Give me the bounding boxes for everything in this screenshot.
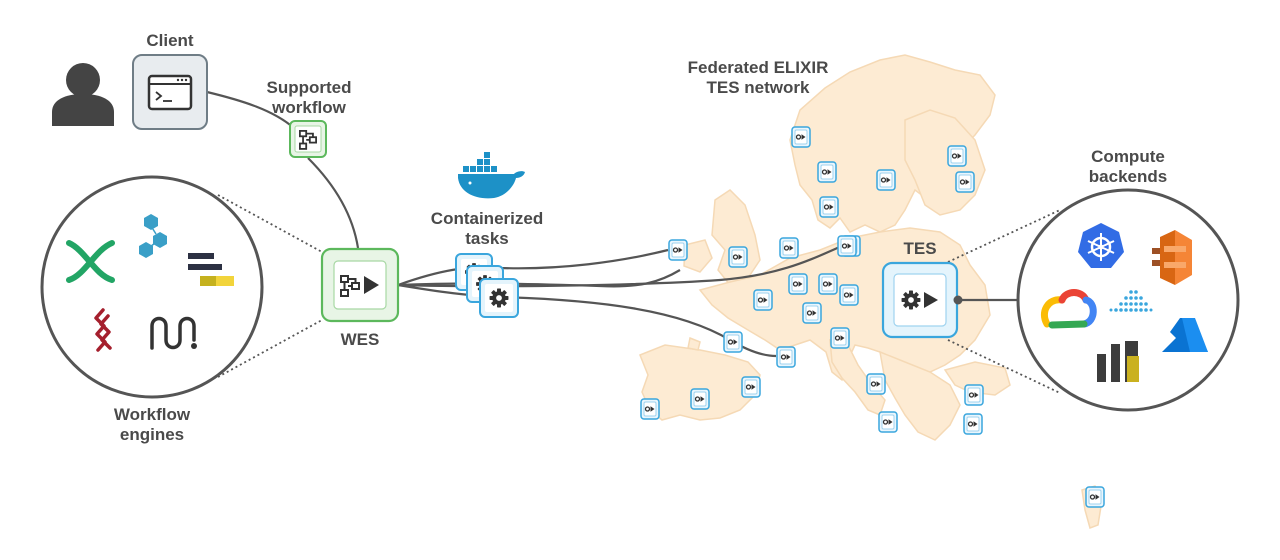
- tes-node: [830, 327, 850, 349]
- tes-node: [955, 171, 975, 193]
- azure-icon: [1162, 318, 1208, 352]
- tes-node: [839, 284, 859, 306]
- tes-node: [776, 346, 796, 368]
- tes-node: [723, 331, 743, 353]
- aws-icon: [1152, 230, 1192, 285]
- tes-node: [1085, 486, 1105, 508]
- tes-node: [779, 237, 799, 259]
- bars-icon: [1097, 341, 1139, 382]
- tes-connector-dot: [953, 295, 963, 305]
- zoom-guides: [217, 194, 1061, 394]
- tes-node: [947, 145, 967, 167]
- play-icon: [364, 276, 379, 294]
- task-box-3[interactable]: [479, 278, 519, 318]
- tes-node: [963, 413, 983, 435]
- workflow-to-wes-line: [307, 157, 360, 249]
- tes-node: [788, 273, 808, 295]
- client-label: Client: [146, 31, 194, 50]
- tes-node: [802, 302, 822, 324]
- tes-node: [876, 169, 896, 191]
- tes-node: [817, 161, 837, 183]
- docker-whale-icon: [458, 152, 525, 199]
- nextflow-icon: [66, 240, 115, 283]
- tes-node: [753, 289, 773, 311]
- tes-node: [819, 196, 839, 218]
- galaxy-icon: [188, 253, 234, 286]
- wes-to-node-line-1: [397, 248, 669, 287]
- tes-node: [837, 235, 857, 257]
- user-icon: [52, 63, 114, 126]
- tes-node: [640, 398, 660, 420]
- gear-icon: [489, 288, 509, 308]
- google-cloud-icon: [1040, 289, 1097, 329]
- tes-node: [668, 239, 688, 261]
- terminal-icon: [147, 74, 193, 111]
- toil-icon: [150, 316, 197, 350]
- workflow-box[interactable]: [289, 120, 327, 158]
- tes-node: [741, 376, 761, 398]
- tes-box[interactable]: [881, 261, 959, 339]
- gear-icon: [901, 290, 921, 310]
- wes-box[interactable]: [320, 247, 400, 323]
- workflow-engines-circle: [40, 175, 264, 399]
- snakemake-icon: [94, 308, 112, 352]
- wes-to-node-line-3: [397, 283, 777, 358]
- client-box[interactable]: [132, 54, 208, 130]
- wes-label: WES: [340, 330, 380, 349]
- tes-node: [791, 126, 811, 148]
- play-icon: [924, 292, 938, 308]
- tes-node: [866, 373, 886, 395]
- dots-icon: [1109, 290, 1153, 312]
- tes-node: [690, 388, 710, 410]
- tes-node: [964, 384, 984, 406]
- tes-node: [728, 246, 748, 268]
- kubernetes-icon: [1078, 223, 1124, 268]
- tes-label: TES: [903, 239, 937, 258]
- wes-to-node-line-4: [397, 269, 681, 288]
- cwl-icon: [139, 214, 167, 258]
- tes-node: [818, 273, 838, 295]
- tes-node: [878, 411, 898, 433]
